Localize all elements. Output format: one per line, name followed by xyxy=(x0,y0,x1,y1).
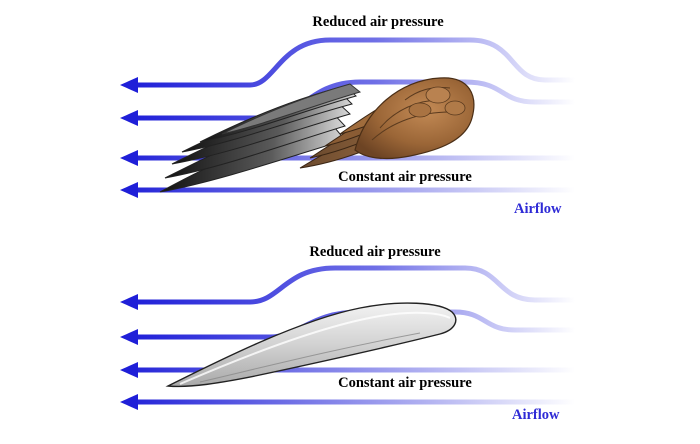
reduced-pressure-label: Reduced air pressure xyxy=(312,14,444,30)
bird-wing-illustration xyxy=(159,77,475,193)
airflow-label: Airflow xyxy=(514,201,562,217)
arrowhead xyxy=(120,329,138,345)
arrowhead xyxy=(120,182,138,198)
panel-airplane-wing xyxy=(120,265,578,410)
arrowhead xyxy=(120,150,138,166)
airplane-wing-illustration xyxy=(165,302,457,388)
streamline xyxy=(129,265,578,305)
arrowhead xyxy=(120,77,138,93)
constant-pressure-label: Constant air pressure xyxy=(338,375,472,391)
constant-pressure-label: Constant air pressure xyxy=(338,169,472,185)
reduced-pressure-label: Reduced air pressure xyxy=(309,244,441,260)
arrowhead xyxy=(120,362,138,378)
arrowhead xyxy=(120,294,138,310)
arrowhead xyxy=(120,394,138,410)
streamline xyxy=(129,37,578,88)
arrowhead xyxy=(120,110,138,126)
airflow-label: Airflow xyxy=(512,407,560,423)
panel-bird-wing xyxy=(120,37,578,198)
